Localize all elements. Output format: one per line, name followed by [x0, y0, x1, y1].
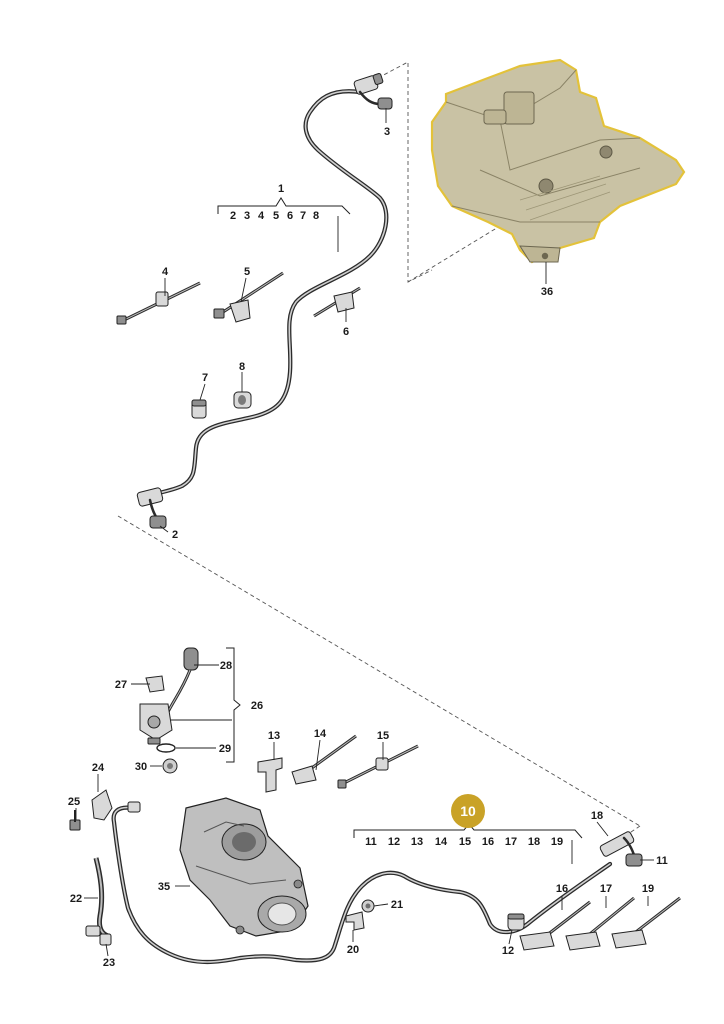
callout-26[interactable]: 26 [251, 700, 263, 712]
highlight-badge-10[interactable]: 10 [451, 794, 485, 828]
group-10-item[interactable]: 19 [551, 836, 563, 848]
adblue-tank-illustration [430, 58, 686, 264]
group-10-item[interactable]: 17 [505, 836, 517, 848]
part-14-clip [291, 734, 357, 785]
leader-lines [75, 108, 654, 957]
callout-7[interactable]: 7 [202, 372, 208, 384]
group-10-item[interactable]: 11 [365, 836, 377, 848]
callout-11[interactable]: 11 [656, 855, 668, 867]
group-26-bracket [226, 647, 241, 763]
part-13-clip [257, 757, 283, 793]
part-6-clip [313, 286, 361, 318]
callout-2[interactable]: 2 [172, 529, 178, 541]
callout-30[interactable]: 30 [135, 761, 147, 773]
group-1-item[interactable]: 6 [287, 210, 293, 222]
group-10-item[interactable]: 16 [482, 836, 494, 848]
callout-labels: 1 2 3 4 5 6 7 8 11 12 13 14 15 16 17 18 … [68, 126, 668, 969]
part-17-cable-tie [565, 896, 635, 951]
group-1-item[interactable]: 7 [300, 210, 306, 222]
callout-19[interactable]: 19 [642, 883, 654, 895]
group-10-item[interactable]: 15 [459, 836, 471, 848]
part-18-sensor-end [599, 831, 643, 867]
callout-22[interactable]: 22 [70, 893, 82, 905]
callout-4[interactable]: 4 [162, 266, 169, 278]
part-12-grommet [507, 913, 525, 931]
callout-36[interactable]: 36 [541, 286, 553, 298]
callout-29[interactable]: 29 [219, 743, 231, 755]
callout-28[interactable]: 28 [220, 660, 232, 672]
group-10-list: 11 12 13 14 15 16 17 18 19 [365, 836, 563, 848]
callout-5[interactable]: 5 [244, 266, 250, 278]
callout-35[interactable]: 35 [158, 881, 170, 893]
part-35-particulate-filter [179, 797, 309, 937]
part-24-bracket [91, 789, 113, 821]
part-8-grommet [233, 391, 252, 409]
callout-6[interactable]: 6 [343, 326, 349, 338]
part-21-nut [361, 899, 375, 913]
callout-10: 10 [460, 803, 476, 819]
callout-15[interactable]: 15 [377, 730, 389, 742]
sensor-assembly-26 [139, 647, 199, 774]
group-10-item[interactable]: 12 [388, 836, 400, 848]
group-1-item[interactable]: 2 [230, 210, 236, 222]
group-1-list: 2 3 4 5 6 7 8 [230, 210, 319, 222]
callout-3[interactable]: 3 [384, 126, 390, 138]
callout-24[interactable]: 24 [92, 762, 105, 774]
part-5-clip [213, 271, 284, 323]
upper-sensor-line [136, 73, 393, 529]
part-22-strap [85, 857, 109, 939]
callout-21[interactable]: 21 [391, 899, 403, 911]
part-23-nut [99, 933, 112, 946]
part-16-cable-tie [519, 900, 591, 951]
callout-12[interactable]: 12 [502, 945, 514, 957]
group-1-item[interactable]: 5 [273, 210, 279, 222]
part-4-cable-tie [116, 281, 201, 325]
callout-13[interactable]: 13 [268, 730, 280, 742]
callout-14[interactable]: 14 [314, 728, 327, 740]
group-10-item[interactable]: 18 [528, 836, 540, 848]
group-1-item[interactable]: 4 [258, 210, 265, 222]
part-20-holder [345, 911, 365, 931]
callout-25[interactable]: 25 [68, 796, 80, 808]
group-1-item[interactable]: 3 [244, 210, 250, 222]
lower-exhaust-line [111, 801, 613, 965]
part-15-cable-tie [337, 744, 419, 789]
callout-8[interactable]: 8 [239, 361, 245, 373]
group-1-bracket [217, 197, 351, 215]
callout-17[interactable]: 17 [600, 883, 612, 895]
callout-23[interactable]: 23 [103, 957, 115, 969]
callout-27[interactable]: 27 [115, 679, 127, 691]
group-10-item[interactable]: 14 [435, 836, 448, 848]
group-10-item[interactable]: 13 [411, 836, 423, 848]
part-7-grommet [191, 399, 207, 419]
callout-20[interactable]: 20 [347, 944, 359, 956]
callout-1[interactable]: 1 [278, 183, 284, 195]
callout-16[interactable]: 16 [556, 883, 568, 895]
callout-18[interactable]: 18 [591, 810, 603, 822]
group-1-item[interactable]: 8 [313, 210, 319, 222]
part-19-cable-tie [611, 896, 681, 949]
part-25-bolt [69, 810, 81, 831]
